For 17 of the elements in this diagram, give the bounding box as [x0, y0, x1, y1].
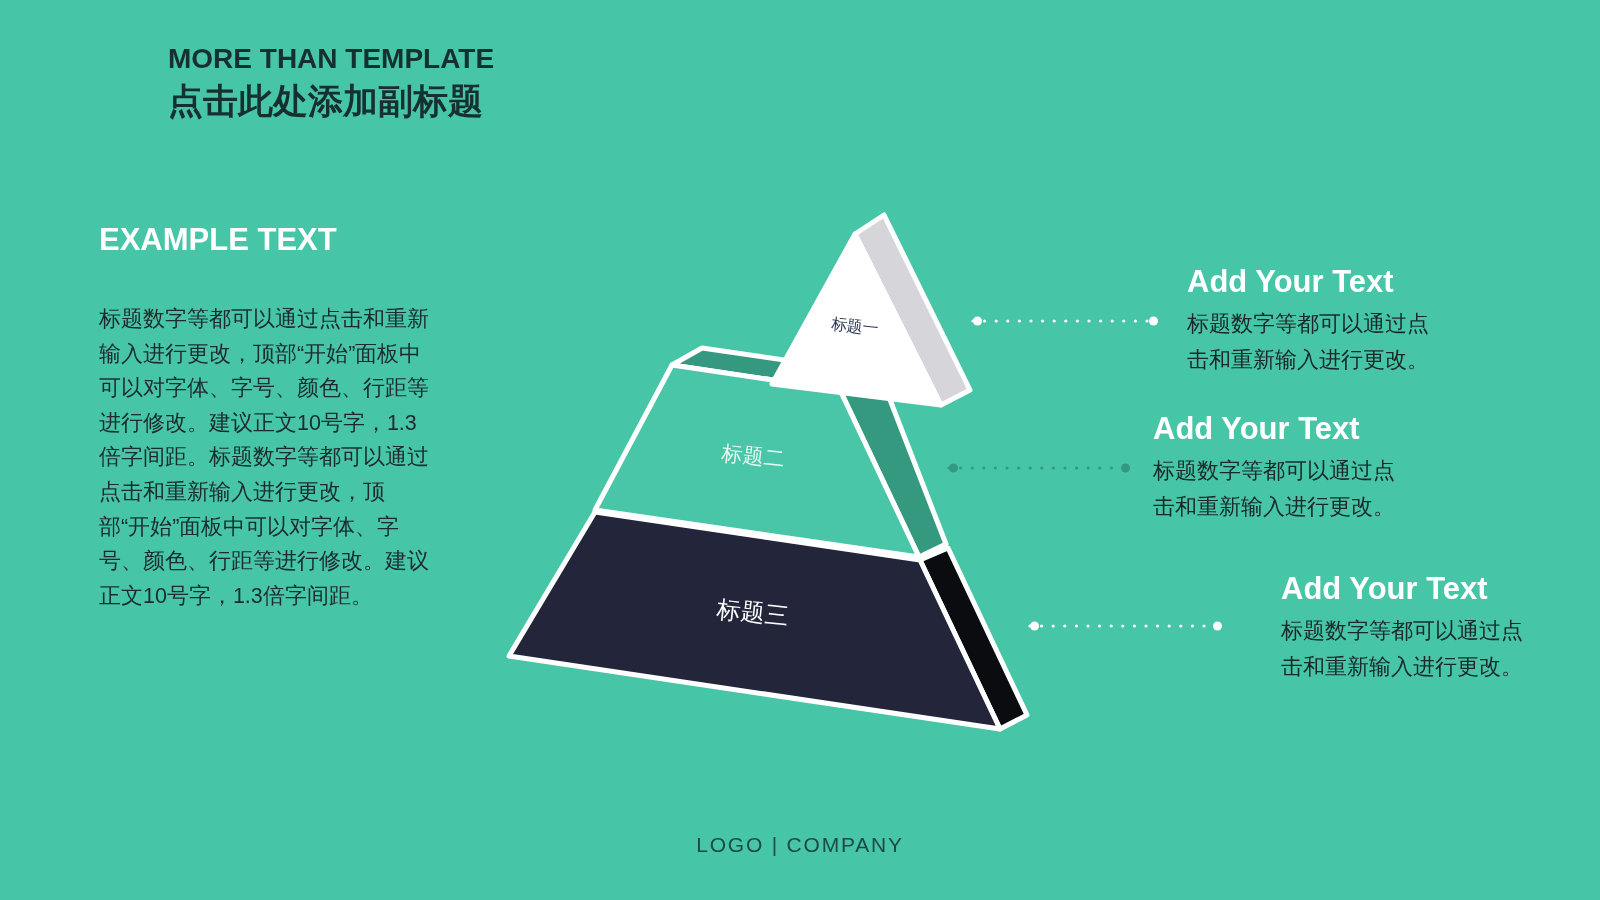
item-heading: Add Your Text — [1281, 571, 1489, 607]
slide-title: MORE THAN TEMPLATE — [168, 42, 495, 76]
item-text: 标题数字等都可以通过点击和重新输入进行更改。 — [1187, 311, 1430, 374]
body-paragraph: 标题数字等都可以通过点击和重新输入进行更改，顶部“开始”面板中可以对字体、字号、颜色、行距等进行修改。建议正文10号字，1.3倍字间距。标题数字等都可以通过点击和重新输入进行更改，顶部“开始”面板中可以对字体、字号、颜色、行距等进行修改。建议正文10号字，1.3倍字间距。 — [99, 306, 430, 610]
footer-text: LOGO | COMPANY — [696, 832, 904, 858]
dotted-connector — [1028, 621, 1224, 631]
dotted-connector — [947, 463, 1132, 473]
slide-subtitle: 点击此处添加副标题 — [168, 81, 483, 121]
item-text: 标题数字等都可以通过点击和重新输入进行更改。 — [1281, 618, 1524, 681]
section-heading: EXAMPLE TEXT — [99, 221, 337, 259]
item-heading: Add Your Text — [1187, 264, 1395, 300]
dotted-connector — [971, 316, 1160, 326]
item-heading: Add Your Text — [1153, 411, 1361, 447]
layer-label: 标题三 — [715, 594, 791, 632]
item-text: 标题数字等都可以通过点击和重新输入进行更改。 — [1153, 458, 1396, 521]
layer-label: 标题二 — [720, 440, 786, 472]
layer-label: 标题一 — [830, 313, 880, 339]
